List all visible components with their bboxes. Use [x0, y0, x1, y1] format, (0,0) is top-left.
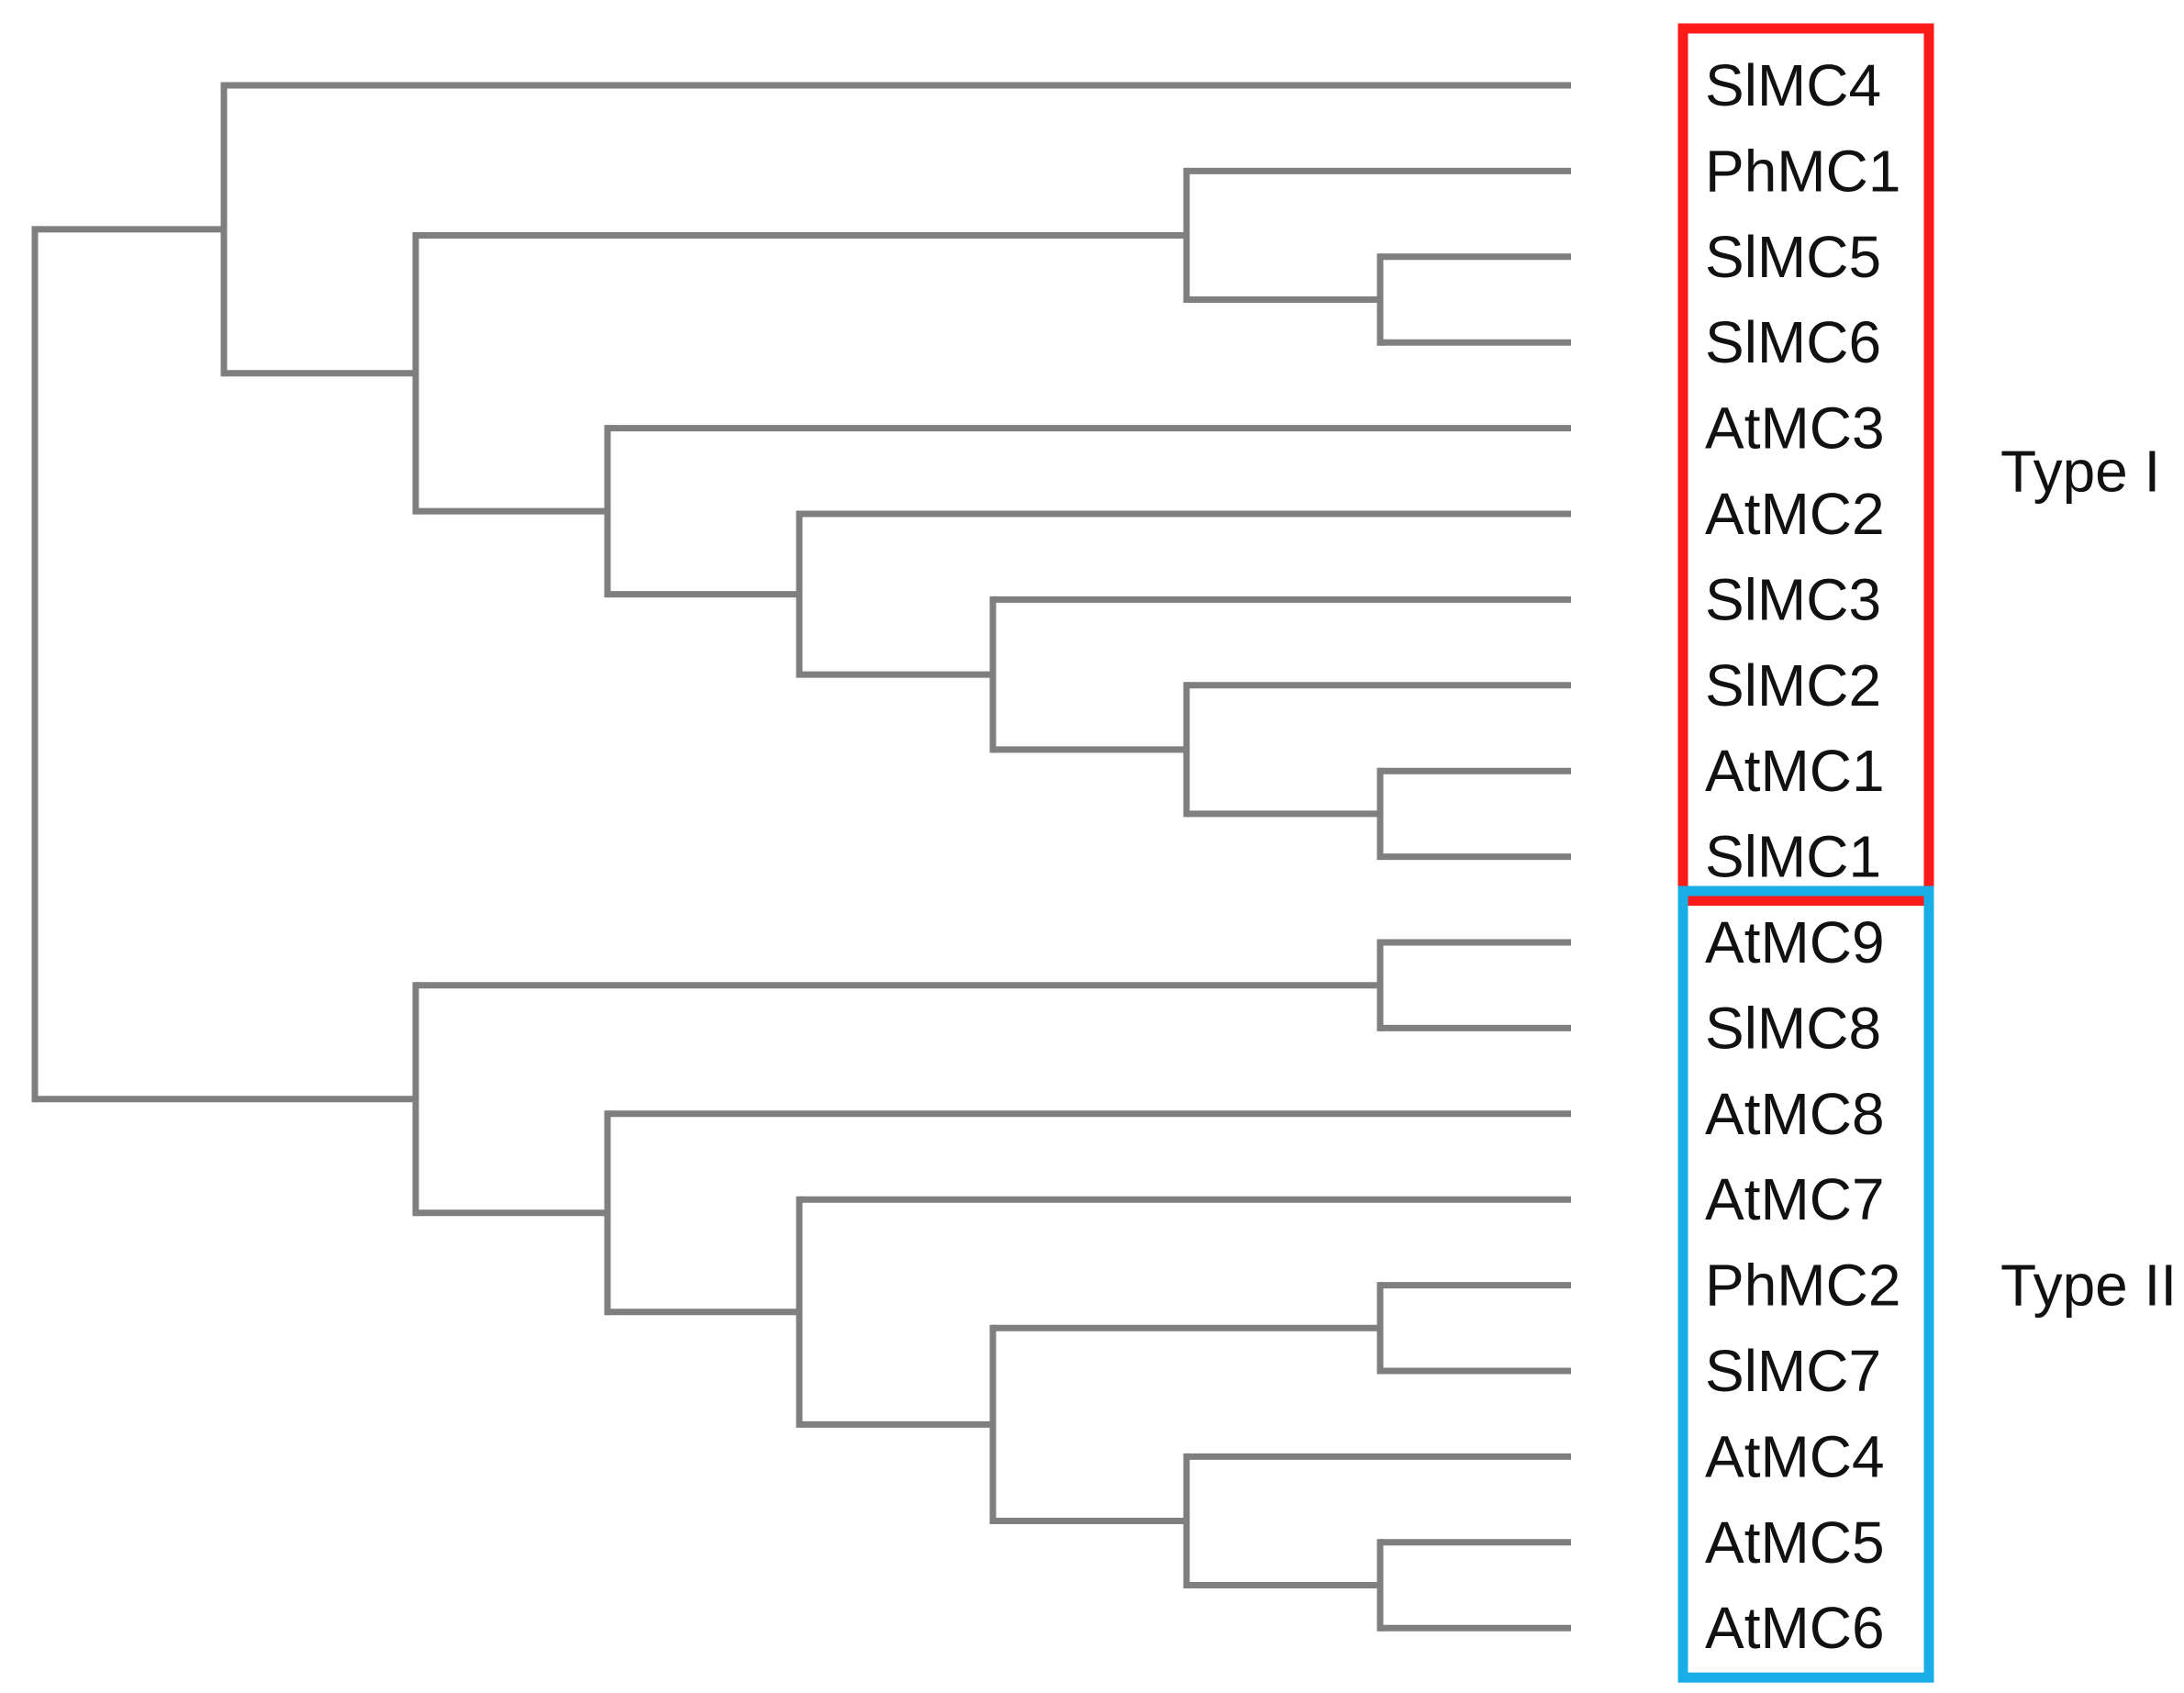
leaf-label-SlMC7: SlMC7	[1705, 1338, 1881, 1404]
group-labels: Type I Type II	[2000, 438, 2177, 1318]
leaf-label-SlMC4: SlMC4	[1705, 52, 1881, 118]
leaf-label-AtMC6: AtMC6	[1705, 1595, 1885, 1661]
leaf-label-AtMC9: AtMC9	[1705, 909, 1885, 975]
group-boxes	[1677, 23, 1934, 1683]
leaf-label-AtMC3: AtMC3	[1705, 395, 1885, 462]
group-box-type-ii	[1677, 885, 1934, 1683]
leaf-label-SlMC1: SlMC1	[1705, 824, 1881, 890]
tree-branches	[31, 82, 1571, 1632]
leaf-label-SlMC8: SlMC8	[1705, 995, 1881, 1061]
group-label-type-i: Type I	[2000, 438, 2160, 504]
leaf-label-PhMC1: PhMC1	[1705, 138, 1900, 204]
leaf-label-AtMC1: AtMC1	[1705, 738, 1885, 804]
leaf-label-SlMC3: SlMC3	[1705, 566, 1881, 632]
leaf-label-AtMC4: AtMC4	[1705, 1423, 1885, 1489]
leaf-label-AtMC2: AtMC2	[1705, 481, 1885, 547]
leaf-label-AtMC5: AtMC5	[1705, 1509, 1885, 1576]
leaf-label-AtMC7: AtMC7	[1705, 1166, 1885, 1232]
leaf-labels: SlMC4PhMC1SlMC5SlMC6AtMC3AtMC2SlMC3SlMC2…	[1705, 52, 1900, 1661]
leaf-label-SlMC5: SlMC5	[1705, 224, 1881, 290]
group-box-type-i	[1677, 23, 1934, 907]
leaf-label-SlMC6: SlMC6	[1705, 309, 1881, 375]
leaf-label-PhMC2: PhMC2	[1705, 1253, 1900, 1319]
leaf-label-AtMC8: AtMC8	[1705, 1081, 1885, 1147]
leaf-label-SlMC2: SlMC2	[1705, 652, 1881, 718]
group-label-type-ii: Type II	[2000, 1253, 2177, 1319]
